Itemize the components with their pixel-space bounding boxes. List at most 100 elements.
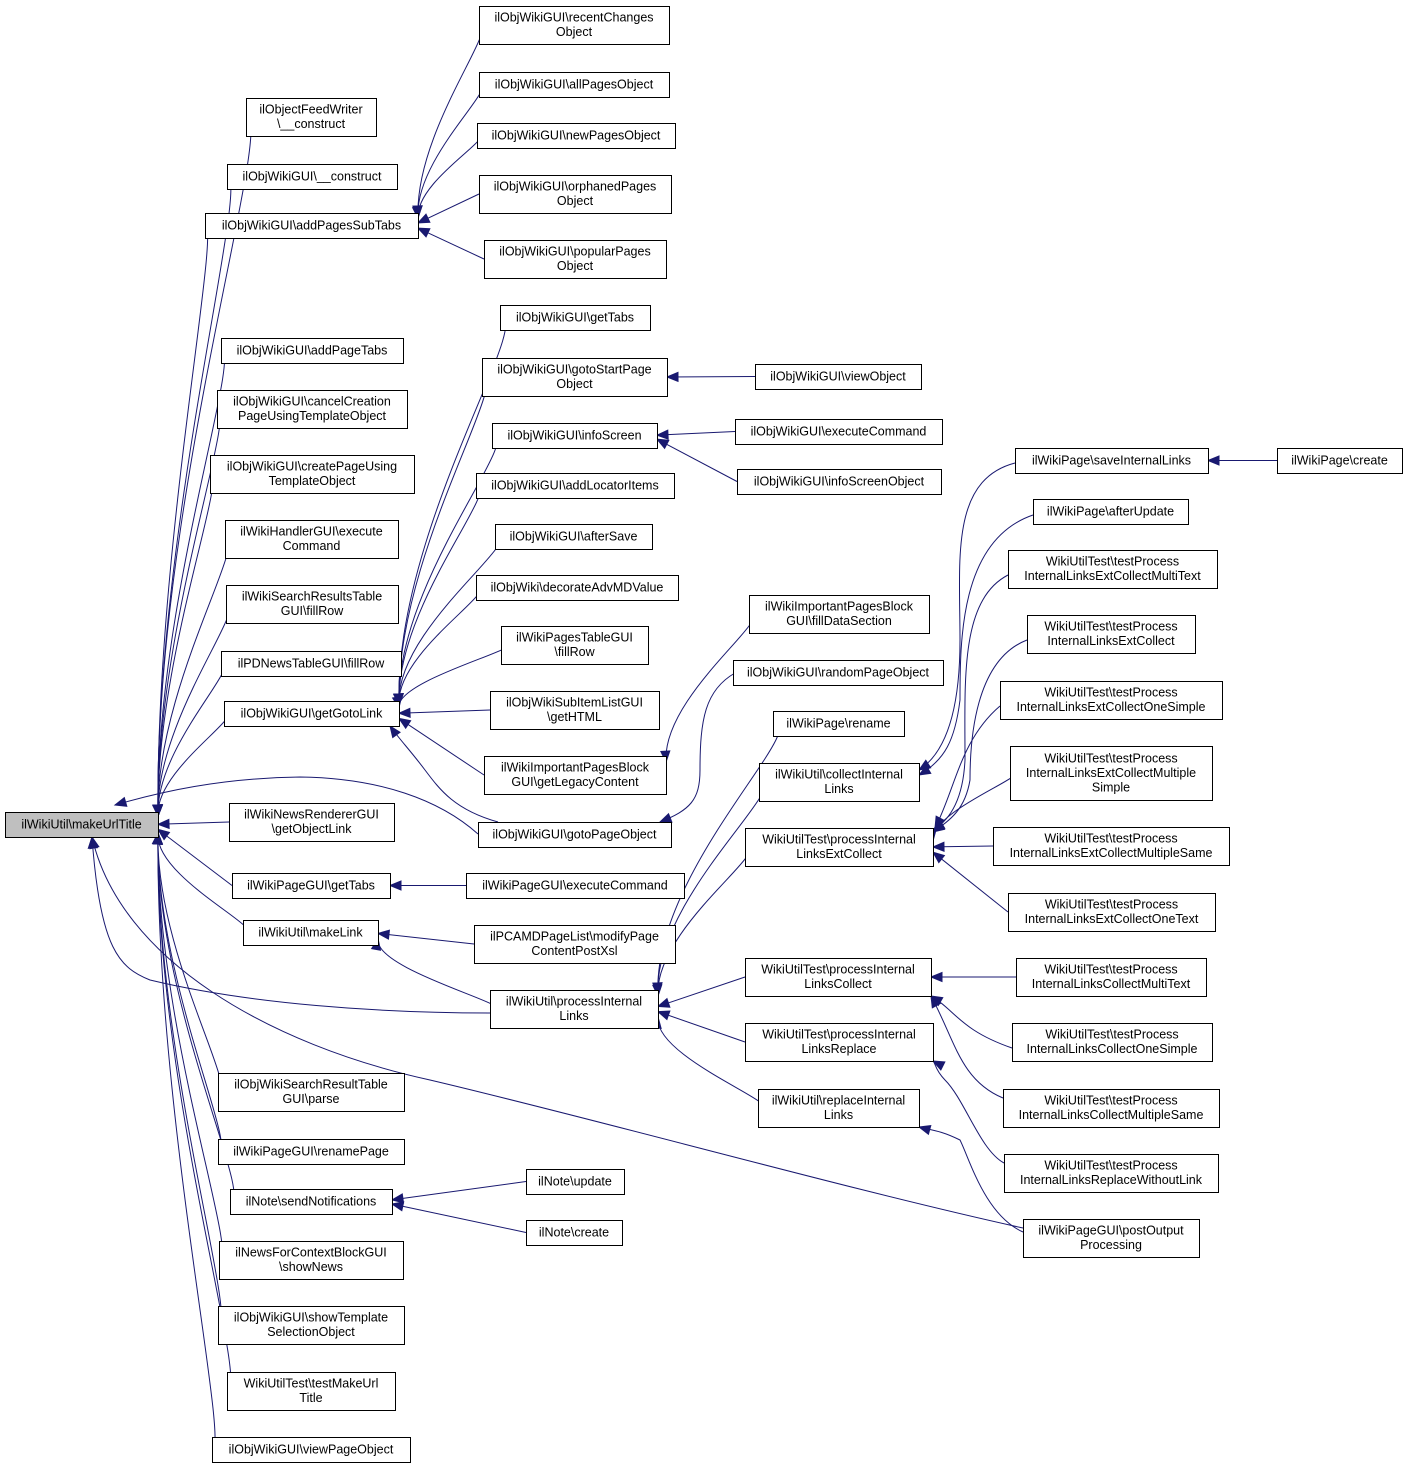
node-label: ilObjWikiGUI\createPageUsing (227, 460, 397, 474)
edge-owg_construct-to-root (157, 176, 232, 817)
edge-randomPage-to-gotoPage-arrowhead (658, 812, 673, 823)
node-feedwriter[interactable]: ilObjectFeedWriter\__construct (246, 98, 377, 137)
node-tCollMultipleSame[interactable]: WikiUtilTest\testProcessInternalLinksCol… (1003, 1089, 1220, 1128)
node-label: ilWikiPage\afterUpdate (1047, 504, 1174, 518)
node-subItemGetHTML[interactable]: ilObjWikiSubItemListGUI\getHTML (490, 691, 660, 730)
node-infoScreen[interactable]: ilObjWikiGUI\infoScreen (492, 423, 658, 449)
node-impFill[interactable]: ilWikiImportantPagesBlockGUI\fillDataSec… (749, 595, 930, 634)
node-createPageUsing[interactable]: ilObjWikiGUI\createPageUsingTemplateObje… (210, 455, 415, 494)
node-pilExtCollect[interactable]: WikiUtilTest\processInternalLinksExtColl… (745, 828, 934, 867)
node-label: ilWikiUtil\collectInternal (775, 768, 903, 782)
node-owgExecute[interactable]: ilObjWikiGUI\executeCommand (735, 419, 943, 445)
node-viewObject[interactable]: ilObjWikiGUI\viewObject (755, 364, 922, 390)
node-impLegacy[interactable]: ilWikiImportantPagesBlockGUI\getLegacyCo… (484, 756, 667, 795)
node-pageRename[interactable]: ilWikiPage\rename (773, 711, 905, 737)
node-pageGuiGetTabs[interactable]: ilWikiPageGUI\getTabs (232, 873, 391, 899)
node-getTabs[interactable]: ilObjWikiGUI\getTabs (500, 305, 651, 331)
node-noteUpdate[interactable]: ilNote\update (526, 1169, 625, 1195)
node-label: ilObjWiki\decorateAdvMDValue (491, 580, 664, 594)
node-label: ilWikiPageGUI\postOutput (1038, 1224, 1184, 1238)
edge-noteCreate-to-sendNotifications-arrowhead (390, 1201, 405, 1212)
node-afterUpdate[interactable]: ilWikiPage\afterUpdate (1033, 499, 1189, 525)
node-label: ilObjWikiGUI\addPagesSubTabs (222, 218, 401, 232)
node-afterSave[interactable]: ilObjWikiGUI\afterSave (495, 524, 653, 550)
node-label: InternalLinksReplaceWithoutLink (1020, 1173, 1203, 1187)
node-decorate[interactable]: ilObjWiki\decorateAdvMDValue (476, 575, 679, 601)
node-tExtMultipleSame[interactable]: WikiUtilTest\testProcessInternalLinksExt… (993, 827, 1230, 866)
node-pageCreate[interactable]: ilWikiPage\create (1277, 448, 1403, 474)
node-randomPage[interactable]: ilObjWikiGUI\randomPageObject (733, 660, 944, 686)
node-addPagesSubTabs[interactable]: ilObjWikiGUI\addPagesSubTabs (205, 213, 419, 239)
node-handlerExecute[interactable]: ilWikiHandlerGUI\executeCommand (225, 520, 399, 559)
node-label: ilWikiPageGUI\renamePage (233, 1144, 389, 1158)
node-addLocator[interactable]: ilObjWikiGUI\addLocatorItems (476, 473, 675, 499)
node-newsRendererLink[interactable]: ilWikiNewsRendererGUI\getObjectLink (229, 803, 395, 842)
node-tExtMultipleSimple[interactable]: WikiUtilTest\testProcessInternalLinksExt… (1010, 746, 1213, 801)
node-owg_construct[interactable]: ilObjWikiGUI\__construct (227, 164, 398, 190)
node-getGotoLink[interactable]: ilObjWikiGUI\getGotoLink (224, 701, 400, 727)
node-newPages[interactable]: ilObjWikiGUI\newPagesObject (477, 123, 676, 149)
node-label: ilWikiUtil\makeUrlTitle (21, 817, 141, 831)
edge-tExtOneText-to-pilExtCollect (932, 851, 1009, 913)
node-addPageTabs[interactable]: ilObjWikiGUI\addPageTabs (221, 338, 404, 364)
node-tCollOneSimple[interactable]: WikiUtilTest\testProcessInternalLinksCol… (1012, 1023, 1213, 1062)
node-allPages[interactable]: ilObjWikiGUI\allPagesObject (479, 72, 670, 98)
node-label: ilObjWikiGUI\allPagesObject (495, 77, 654, 91)
node-label: GUI\getLegacyContent (511, 775, 639, 789)
edge-noteUpdate-to-sendNotifications-arrowhead (390, 1193, 405, 1204)
node-pagesTableFill[interactable]: ilWikiPagesTableGUI\fillRow (501, 626, 649, 665)
edge-tReplaceWithout-to-pilReplace (932, 1060, 1005, 1164)
node-infoScreenObject[interactable]: ilObjWikiGUI\infoScreenObject (737, 469, 942, 495)
node-saveInternal[interactable]: ilWikiPage\saveInternalLinks (1015, 448, 1209, 474)
node-label: WikiUtilTest\processInternal (762, 833, 916, 847)
node-noteCreate[interactable]: ilNote\create (526, 1220, 623, 1246)
node-label: WikiUtilTest\testProcess (1044, 832, 1177, 846)
node-root[interactable]: ilWikiUtil\makeUrlTitle (5, 812, 159, 838)
node-label: WikiUtilTest\testProcess (1044, 963, 1177, 977)
node-box (773, 711, 905, 737)
node-tReplaceWithout[interactable]: WikiUtilTest\testProcessInternalLinksRep… (1004, 1154, 1219, 1193)
edge-impLegacy-to-getGotoLink-arrowhead (397, 717, 412, 730)
node-sendNotifications[interactable]: ilNote\sendNotifications (230, 1189, 393, 1215)
edge-tExtCollect-to-pilExtCollect (932, 639, 1028, 833)
node-viewPage[interactable]: ilObjWikiGUI\viewPageObject (212, 1437, 411, 1463)
node-pageGuiExecute[interactable]: ilWikiPageGUI\executeCommand (466, 873, 685, 899)
node-newsForContext[interactable]: ilNewsForContextBlockGUI\showNews (219, 1241, 404, 1280)
node-tExtOneSimple[interactable]: WikiUtilTest\testProcessInternalLinksExt… (1000, 681, 1223, 720)
node-renamePage[interactable]: ilWikiPageGUI\renamePage (218, 1139, 405, 1165)
node-label: WikiUtilTest\testProcess (1044, 1094, 1177, 1108)
node-box (1277, 448, 1403, 474)
node-gotoPage[interactable]: ilObjWikiGUI\gotoPageObject (478, 822, 672, 848)
node-pdNewsFill[interactable]: ilPDNewsTableGUI\fillRow (221, 651, 402, 677)
node-tCollMultiText[interactable]: WikiUtilTest\testProcessInternalLinksCol… (1016, 958, 1207, 997)
edge-impLegacy-to-getGotoLink (398, 718, 485, 776)
node-label: ilObjWikiGUI\viewPageObject (229, 1442, 394, 1456)
edge-subItemGetHTML-to-getGotoLink (398, 709, 491, 714)
node-box (479, 72, 670, 98)
node-tExtOneText[interactable]: WikiUtilTest\testProcessInternalLinksExt… (1008, 893, 1216, 932)
node-cancelCreation[interactable]: ilObjWikiGUI\cancelCreationPageUsingTemp… (217, 390, 408, 429)
node-tExtCollect[interactable]: WikiUtilTest\testProcessInternalLinksExt… (1027, 615, 1196, 654)
node-label: LinksCollect (804, 977, 872, 991)
node-makeLink[interactable]: ilWikiUtil\makeLink (243, 920, 379, 946)
edge-newsRendererLink-to-root (157, 821, 230, 825)
node-box (218, 1139, 405, 1165)
edge-owgExecute-to-infoScreen-arrowhead (655, 429, 669, 440)
node-tExtMultiText[interactable]: WikiUtilTest\testProcessInternalLinksExt… (1008, 550, 1218, 589)
